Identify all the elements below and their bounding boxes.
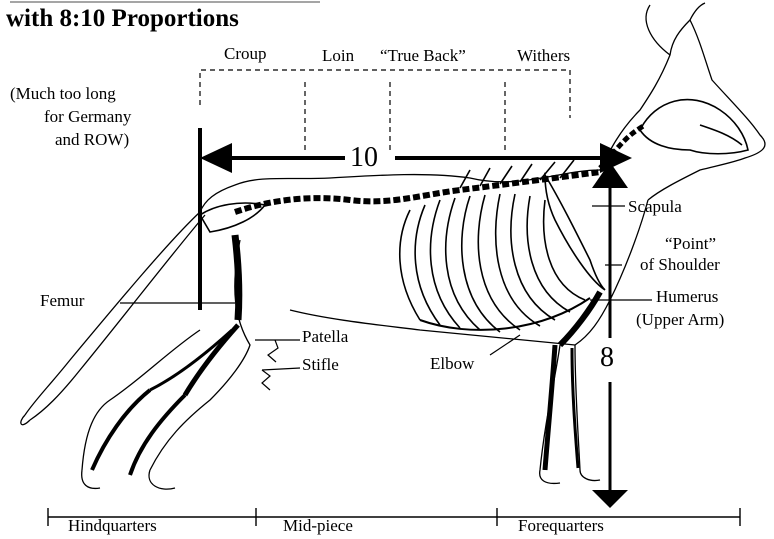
height-value: 8 [600,343,614,372]
label-scapula: Scapula [628,198,682,216]
label-withers: Withers [517,47,570,65]
label-femur: Femur [40,292,84,310]
note-line-3: and ROW) [55,131,129,149]
label-true-back: “True Back” [380,47,466,65]
dog-outline [21,3,765,489]
label-point-line-2: of Shoulder [640,256,720,274]
label-humerus-line-2: (Upper Arm) [636,311,724,329]
skeleton [92,100,748,475]
note-line-2: for Germany [44,108,131,126]
label-hindquarters: Hindquarters [68,517,157,535]
label-loin: Loin [322,47,354,65]
note-line-1: (Much too long [10,85,116,103]
label-croup: Croup [224,45,267,63]
length-value: 10 [350,143,378,172]
label-forequarters: Forequarters [518,517,604,535]
label-stifle: Stifle [302,356,339,374]
height-arrow [592,162,628,508]
label-patella: Patella [302,328,348,346]
length-arrow [200,128,632,310]
topline-region-brackets [200,70,570,150]
diagram-title: with 8:10 Proportions [6,6,239,32]
label-elbow: Elbow [430,355,474,373]
label-humerus-line-1: Humerus [656,288,718,306]
label-point-line-1: “Point” [665,235,716,253]
label-midpiece: Mid-piece [283,517,353,535]
